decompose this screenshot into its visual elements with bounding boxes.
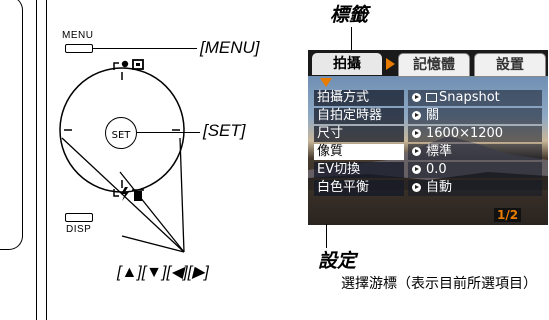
setting-label: 像質 (314, 144, 404, 160)
menu-button-label: MENU (62, 30, 94, 41)
setting-label: 白色平衡 (314, 180, 404, 196)
option-arrow-icon (412, 165, 421, 174)
menu-button[interactable] (65, 44, 93, 53)
selection-cursor-icon (320, 78, 332, 87)
setting-label: 尺寸 (314, 126, 404, 142)
settings-list: 拍攝方式 Snapshot 自拍定時器 關 尺寸 1600×1200 像質 標準… (314, 90, 542, 198)
option-arrow-icon (412, 147, 421, 156)
macro-playback-icon (113, 59, 144, 70)
settings-row[interactable]: 白色平衡 自動 (314, 180, 542, 196)
option-arrow-icon (412, 111, 421, 120)
tab-arrow-icon (386, 58, 395, 70)
tab-shooting[interactable]: 拍攝 (312, 53, 382, 75)
setting-value: Snapshot (408, 90, 542, 106)
settings-row[interactable]: 自拍定時器 關 (314, 108, 542, 124)
settings-row-selected[interactable]: 像質 標準 (314, 144, 542, 160)
settings-row[interactable]: 尺寸 1600×1200 (314, 126, 542, 142)
settings-row[interactable]: EV切換 0.0 (314, 162, 542, 178)
set-leader-line (137, 132, 200, 133)
menu-callout: [MENU] (200, 38, 260, 57)
menu-leader-line (93, 48, 197, 49)
option-arrow-icon (412, 93, 421, 102)
cursor-description: 選擇游標（表示目前所選項目） (341, 276, 537, 292)
option-arrow-icon (412, 129, 421, 138)
tab-label: 拍攝 (333, 56, 361, 72)
set-callout: [SET] (203, 121, 246, 140)
tab-label: 設置 (496, 57, 524, 73)
camera-body-line (46, 0, 47, 320)
setting-value: 標準 (408, 144, 542, 160)
set-button[interactable]: SET (105, 117, 137, 149)
tab-setup[interactable]: 設置 (474, 53, 546, 77)
setting-label: 拍攝方式 (314, 90, 404, 106)
setting-value: 1600×1200 (408, 126, 542, 142)
tab-bar: 拍攝 記憶體 設置 (308, 50, 548, 77)
snapshot-box-icon (426, 93, 437, 102)
camera-body-edge (0, 0, 23, 250)
setting-value: 自動 (408, 180, 542, 196)
control-dial (59, 67, 185, 193)
arrows-leader-lines (61, 137, 185, 253)
lcd-screen: 拍攝 記憶體 設置 拍攝方式 Snapshot 自拍定時器 關 尺寸 1600×… (308, 50, 548, 225)
tab-annotation-line (351, 27, 352, 53)
tab-annotation-title: 標籤 (330, 4, 369, 26)
settings-row[interactable]: 拍攝方式 Snapshot (314, 90, 542, 106)
setting-value: 0.0 (408, 162, 542, 178)
setting-annotation-title: 設定 (318, 250, 357, 272)
setting-value: 關 (408, 108, 542, 124)
disp-button-label: DISP (66, 224, 92, 235)
camera-body-line (36, 0, 37, 320)
tab-label: 記憶體 (413, 57, 455, 73)
option-arrow-icon (412, 183, 421, 192)
setting-label: 自拍定時器 (314, 108, 404, 124)
disp-button[interactable] (65, 213, 93, 222)
page-indicator: 1/2 (494, 208, 522, 222)
arrows-callout: [▲][▼][◀][▶] (117, 264, 209, 281)
tab-memory[interactable]: 記憶體 (398, 53, 470, 77)
set-button-label: SET (111, 130, 131, 141)
setting-annotation-line (326, 224, 327, 248)
setting-label: EV切換 (314, 162, 404, 178)
